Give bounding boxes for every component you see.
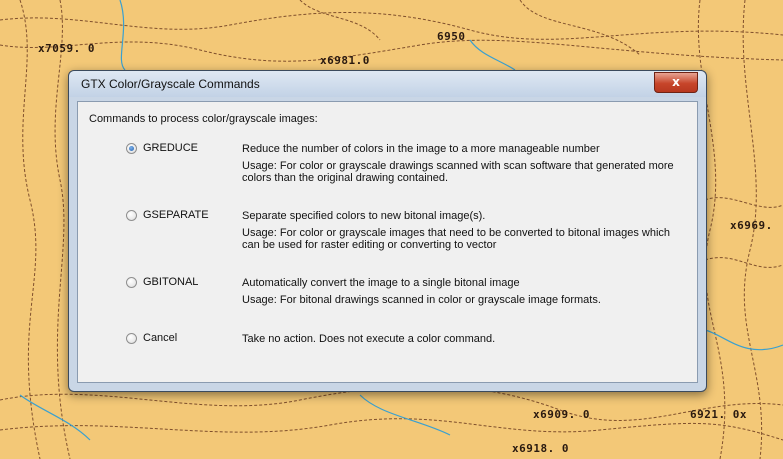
greduce-label[interactable]: GREDUCE [143,142,199,154]
map-elevation-label: x7059. 0 [38,42,95,55]
cancel-description: Take no action. Does not execute a color… [242,333,496,345]
gseparate-description: Separate specified colors to new bitonal… [242,210,486,222]
dialog-titlebar[interactable]: GTX Color/Grayscale Commands x [69,71,706,97]
map-elevation-label: x6918. 0 [512,442,569,455]
cancel-radio[interactable] [126,333,137,344]
close-icon: x [672,75,680,89]
map-elevation-label: x6981.0 [320,54,370,67]
dialog-intro: Commands to process color/grayscale imag… [89,113,318,125]
map-elevation-label: 6950 [437,30,466,43]
greduce-description: Reduce the number of colors in the image… [242,143,600,155]
greduce-radio[interactable] [126,143,137,154]
cancel-label[interactable]: Cancel [143,332,178,344]
gbitonal-usage: Usage: For bitonal drawings scanned in c… [242,294,601,306]
map-elevation-label: x6969. [730,219,773,232]
map-elevation-label: 6921. 0x [690,408,747,421]
gbitonal-radio[interactable] [126,277,137,288]
gbitonal-description: Automatically convert the image to a sin… [242,277,520,289]
dialog-body: Commands to process color/grayscale imag… [77,101,698,383]
gbitonal-label[interactable]: GBITONAL [143,276,199,288]
gtx-color-grayscale-dialog: GTX Color/Grayscale Commands x Commands … [68,70,707,392]
dialog-title: GTX Color/Grayscale Commands [81,77,260,91]
close-button[interactable]: x [654,72,698,93]
map-elevation-label: x6909. 0 [533,408,590,421]
gseparate-usage: Usage: For color or grayscale images tha… [242,227,671,251]
gseparate-radio[interactable] [126,210,137,221]
greduce-usage: Usage: For color or grayscale drawings s… [242,160,674,184]
gseparate-label[interactable]: GSEPARATE [143,209,209,221]
